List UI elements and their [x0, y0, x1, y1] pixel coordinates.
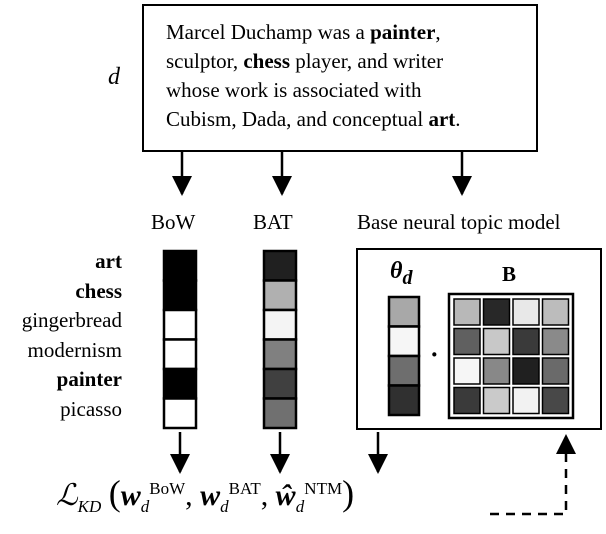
bow-cell	[162, 338, 198, 371]
matrix-cell	[512, 386, 540, 415]
text-segment: whose work is associated with	[166, 78, 422, 102]
matrix-cell	[453, 298, 481, 326]
ntm-label: Base neural topic model	[357, 210, 561, 234]
w-ntm-sub: d	[295, 497, 305, 516]
bat-cell	[262, 397, 298, 430]
matrix-cell	[453, 327, 481, 356]
term-modernism: modernism	[27, 337, 123, 362]
bow-cell	[162, 279, 198, 312]
bow-cell	[162, 367, 198, 400]
w-bat: w	[200, 479, 221, 512]
loss-subscript: KD	[77, 497, 102, 516]
w-bow: w	[120, 479, 141, 512]
bow-label: BoW	[151, 210, 196, 234]
document-box	[142, 4, 538, 152]
matrix-cell	[482, 357, 511, 385]
bat-cell	[262, 367, 298, 400]
bat-cell	[262, 279, 298, 312]
matrix-cell	[541, 327, 570, 356]
text-segment: .	[455, 107, 461, 131]
text-segment: Cubism, Dada, and conceptual	[166, 107, 429, 131]
highlighted-word: art	[428, 107, 456, 131]
theta-cell	[387, 384, 421, 417]
matrix-cell	[541, 386, 570, 415]
loss-formula: ℒKD (wdBoW, wdBAT, ŵdNTM)	[56, 473, 355, 516]
text-segment: player, and writer	[290, 49, 444, 73]
bow-vector	[162, 249, 198, 430]
text-segment: Marcel Duchamp was a	[166, 20, 371, 44]
theta-cell	[387, 354, 421, 387]
bat-cell	[262, 308, 298, 341]
matrix-cell	[541, 298, 570, 326]
matrix-cell	[453, 386, 481, 415]
topic-word-matrix	[447, 292, 575, 420]
text-segment: ,	[435, 20, 441, 44]
w-bat-sup: BAT	[228, 479, 261, 498]
bat-label: BAT	[253, 210, 293, 234]
bow-cell	[162, 397, 198, 430]
document-line: Cubism, Dada, and conceptual art.	[166, 105, 538, 134]
matrix-cell	[453, 357, 481, 385]
document-line: sculptor, chess player, and writer	[166, 47, 538, 76]
theta-cell	[387, 325, 421, 358]
bow-cell	[162, 249, 198, 282]
bat-cell	[262, 249, 298, 282]
w-ntm-sup: NTM	[304, 479, 343, 498]
document-symbol: d	[108, 64, 120, 90]
matrix-cell	[482, 298, 511, 326]
theta-subscript: d	[402, 266, 413, 289]
document-line: Marcel Duchamp was a painter,	[166, 18, 538, 47]
dot-product-symbol: ·	[430, 340, 439, 369]
document-text: Marcel Duchamp was a painter,sculptor, c…	[166, 18, 538, 134]
highlighted-word: painter	[370, 20, 436, 44]
matrix-cell	[482, 327, 511, 356]
term-gingerbread: gingerbread	[21, 308, 122, 332]
bat-vector	[262, 249, 298, 430]
term-painter: painter	[56, 367, 122, 391]
w-bow-sup: BoW	[149, 479, 186, 498]
matrix-cell	[512, 298, 540, 326]
dashed-feedback-arrow	[490, 434, 576, 516]
term-picasso: picasso	[60, 396, 122, 421]
bat-cell	[262, 338, 298, 371]
theta-symbol: θ	[390, 258, 403, 284]
matrix-cell	[482, 386, 511, 415]
w-ntm: ŵ	[275, 479, 296, 512]
matrix-cell	[512, 327, 540, 356]
term-art: art	[95, 249, 122, 273]
matrix-cell	[512, 357, 540, 385]
theta-vector	[387, 295, 421, 417]
loss-symbol: ℒ	[56, 479, 78, 512]
term-chess: chess	[75, 278, 122, 303]
bow-cell	[162, 308, 198, 341]
text-segment: sculptor,	[166, 49, 244, 73]
theta-label: θd	[390, 258, 412, 290]
w-bat-sub: d	[220, 497, 229, 516]
topic-word-matrix-label: B	[502, 262, 517, 286]
matrix-cell	[541, 357, 570, 385]
highlighted-word: chess	[243, 49, 290, 73]
w-bow-sub: d	[140, 497, 150, 516]
theta-cell	[387, 295, 421, 328]
document-line: whose work is associated with	[166, 76, 538, 105]
